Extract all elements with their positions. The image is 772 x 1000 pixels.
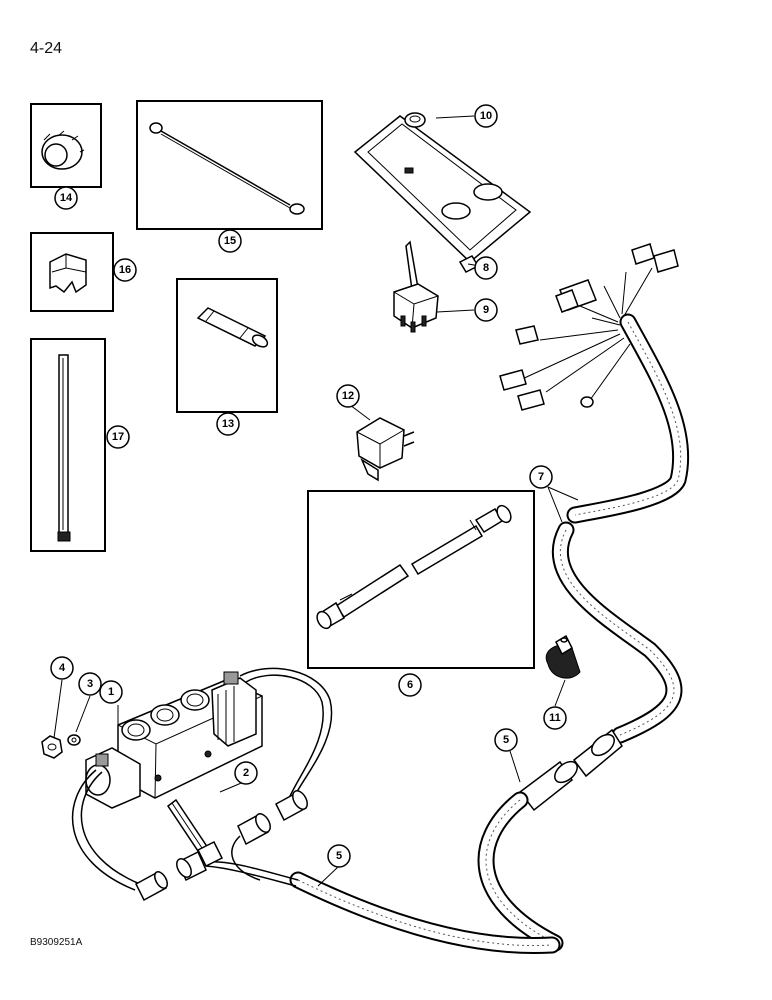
page-number: 4-24	[30, 40, 63, 57]
callout-4: 4	[50, 656, 74, 680]
part-11-clamp	[545, 634, 581, 679]
svg-text:17: 17	[112, 431, 124, 443]
callout-3: 3	[78, 672, 102, 696]
callout-1: 1	[99, 680, 123, 704]
svg-text:6: 6	[407, 679, 413, 691]
svg-text:7: 7	[538, 471, 544, 483]
svg-text:5: 5	[336, 850, 342, 862]
callout-17: 17	[106, 425, 130, 449]
part-13-fuse	[176, 278, 278, 413]
lower-connectors	[135, 790, 308, 902]
callout-2: 2	[234, 761, 258, 785]
svg-text:12: 12	[342, 390, 354, 402]
callout-14: 14	[54, 186, 78, 210]
leader-lines	[53, 115, 579, 887]
part-4-nut	[41, 735, 63, 759]
figure-id: B9309251A	[30, 937, 83, 948]
part-15-ground-strap	[136, 100, 323, 230]
callout-10: 10	[474, 104, 498, 128]
svg-text:14: 14	[60, 192, 73, 204]
svg-text:8: 8	[483, 262, 489, 274]
part-2-bolt	[166, 798, 224, 868]
part-3-washer	[67, 734, 81, 746]
svg-text:9: 9	[483, 304, 489, 316]
part-9-toggle-switch	[393, 240, 439, 333]
upper-harness	[499, 243, 690, 524]
part-5-hose-long	[289, 521, 683, 955]
svg-text:11: 11	[549, 712, 561, 724]
svg-text:1: 1	[108, 686, 114, 698]
part-10-grommet	[404, 112, 426, 128]
svg-text:3: 3	[87, 678, 93, 690]
part-8-bracket	[353, 115, 532, 273]
callout-16: 16	[113, 258, 137, 282]
svg-text:15: 15	[224, 235, 236, 247]
svg-text:13: 13	[222, 418, 234, 430]
callout-15: 15	[218, 229, 242, 253]
part-1-valve	[71, 667, 333, 891]
part-16-connector	[30, 232, 114, 312]
callout-5-lower: 5	[327, 844, 351, 868]
callout-5-right: 5	[494, 728, 518, 752]
svg-text:2: 2	[243, 767, 249, 779]
callout-6: 6	[398, 673, 422, 697]
svg-text:10: 10	[480, 110, 492, 122]
callout-9: 9	[474, 298, 498, 322]
callout-7: 7	[529, 465, 553, 489]
part-17-cable-tie	[30, 338, 106, 552]
svg-text:16: 16	[119, 264, 131, 276]
part-12-circuit-breaker	[356, 417, 415, 482]
svg-text:5: 5	[503, 734, 509, 746]
callout-11: 11	[543, 706, 567, 730]
callout-8: 8	[474, 256, 498, 280]
svg-text:4: 4	[59, 662, 66, 674]
callout-12: 12	[336, 384, 360, 408]
callout-13: 13	[216, 412, 240, 436]
part-14-nut	[30, 103, 102, 188]
part-6-harness	[307, 490, 535, 669]
